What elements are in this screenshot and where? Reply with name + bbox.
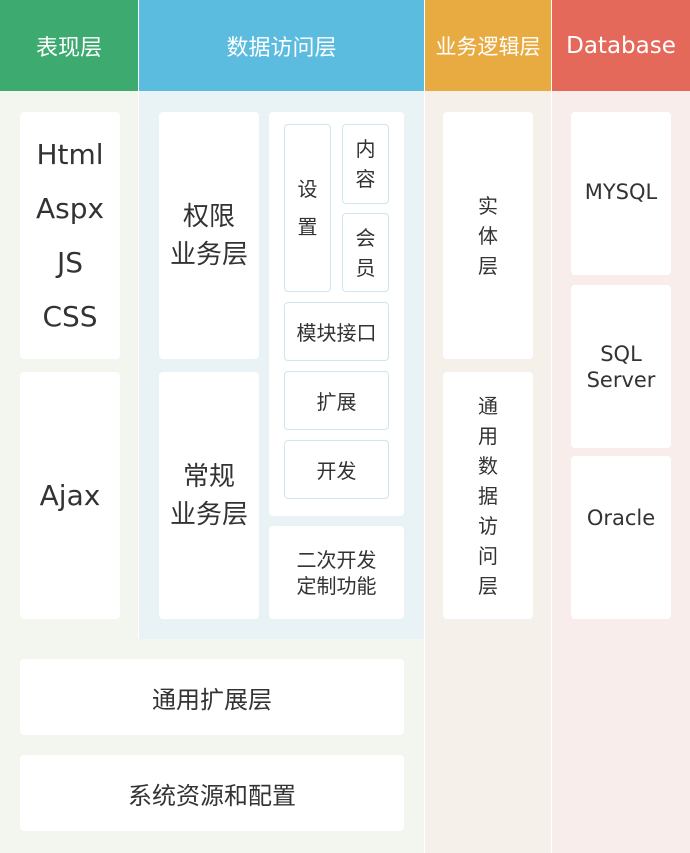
tech-item-js: JS [56, 245, 84, 279]
header-presentation: 表现层 [0, 0, 138, 91]
header-business-logic: 业务逻辑层 [425, 0, 551, 91]
permission-business-layer-box: 权限 业务层 [159, 112, 259, 359]
tech-item-aspx: Aspx [35, 191, 105, 225]
tech-item-css: CSS [42, 299, 98, 333]
header-database: Database [552, 0, 690, 91]
mysql-box: MYSQL [571, 112, 671, 275]
tech-item-html: Html [36, 137, 104, 171]
development-box: 开发 [284, 440, 389, 499]
common-data-access-layer-box: 通 用 数 据 访 问 层 [443, 372, 533, 619]
member-box: 会 员 [342, 213, 389, 292]
system-resources-config-box: 系统资源和配置 [20, 755, 404, 831]
tech-list-box: Html Aspx JS CSS [20, 112, 120, 359]
ajax-box: Ajax [20, 372, 120, 619]
sql-server-box: SQL Server [571, 285, 671, 448]
header-data-access: 数据访问层 [139, 0, 424, 91]
module-interface-box: 模块接口 [284, 302, 389, 361]
oracle-box: Oracle [571, 456, 671, 619]
custom-development-box: 二次开发 定制功能 [269, 526, 404, 619]
common-extension-layer-box: 通用扩展层 [20, 659, 404, 735]
regular-business-layer-box: 常规 业务层 [159, 372, 259, 619]
extension-box: 扩展 [284, 371, 389, 430]
entity-layer-box: 实 体 层 [443, 112, 533, 359]
content-box: 内 容 [342, 124, 389, 204]
settings-box: 设 置 [284, 124, 331, 292]
